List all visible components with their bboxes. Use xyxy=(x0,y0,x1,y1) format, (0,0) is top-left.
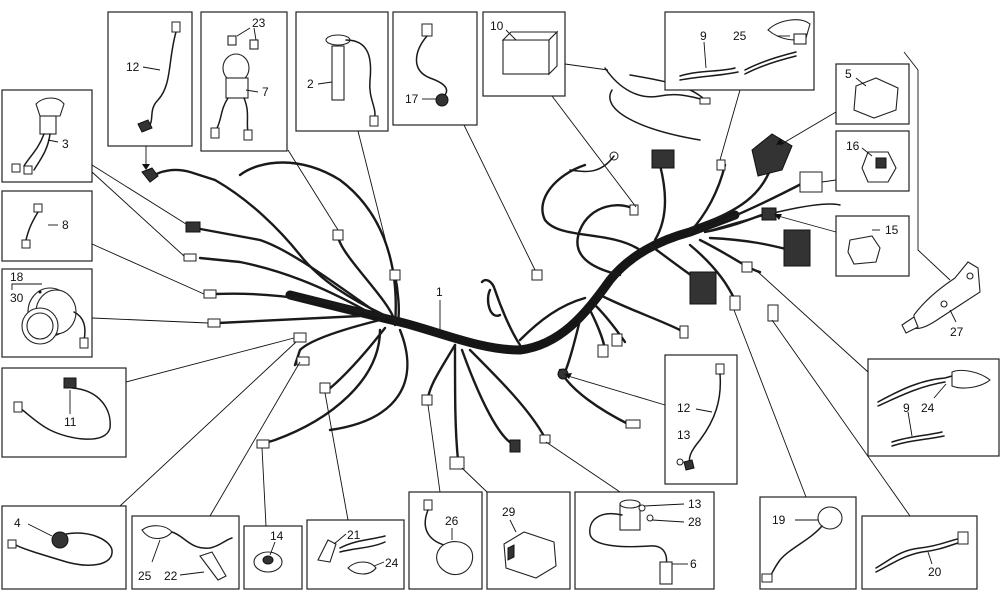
connector-6 xyxy=(539,434,551,444)
harness-connectors xyxy=(141,133,823,470)
connector-block xyxy=(783,229,811,267)
label-7: 7 xyxy=(262,85,269,99)
label-25-top: 25 xyxy=(733,29,747,43)
connector-7 xyxy=(332,229,344,241)
label-10: 10 xyxy=(490,19,504,33)
box-part-9-25-top: 9 25 xyxy=(664,11,815,91)
main-harness xyxy=(148,161,841,462)
connector-14 xyxy=(256,439,270,449)
label-24-right: 24 xyxy=(921,401,935,415)
connector-8 xyxy=(183,253,197,262)
label-12-right: 12 xyxy=(677,401,691,415)
box-part-15: 15 xyxy=(835,215,910,277)
connector-relay xyxy=(651,149,675,169)
box-part-16: 16 xyxy=(835,130,910,192)
connector-9a xyxy=(716,159,726,171)
connector-18 xyxy=(203,289,217,299)
label-6: 6 xyxy=(690,557,697,571)
label-13-right: 13 xyxy=(677,428,691,442)
label-11: 11 xyxy=(64,415,77,429)
connector-19 xyxy=(729,295,741,311)
box-part-29: 29 xyxy=(486,491,571,590)
box-part-7-23: 23 7 xyxy=(200,11,288,152)
label-24-bottom: 24 xyxy=(385,556,399,570)
connector-25a xyxy=(296,356,310,366)
connector-b xyxy=(611,333,623,347)
part-27-bracket: 27 xyxy=(901,51,981,339)
label-22: 22 xyxy=(164,569,178,583)
label-9-right: 9 xyxy=(903,401,910,415)
box-part-21-24: 21 24 xyxy=(306,519,405,590)
label-13-bottom: 13 xyxy=(688,497,702,511)
box-part-12-13-right: 12 13 xyxy=(664,354,738,485)
box-part-25-22: 25 22 xyxy=(131,515,240,590)
connector-dark xyxy=(509,439,521,453)
box-part-4: 4 xyxy=(1,505,127,590)
label-20: 20 xyxy=(928,565,942,579)
connector-10 xyxy=(629,204,639,216)
label-4: 4 xyxy=(14,516,21,530)
box-part-26: 26 xyxy=(408,491,483,590)
box-part-10: 10 xyxy=(482,11,566,97)
label-12-top: 12 xyxy=(126,60,140,74)
label-23: 23 xyxy=(252,16,266,30)
connector-26 xyxy=(421,394,433,406)
label-26: 26 xyxy=(445,514,459,528)
connector-black xyxy=(689,271,717,305)
connector-5 xyxy=(751,133,793,177)
connector-11 xyxy=(207,318,221,328)
box-part-3: 3 xyxy=(1,89,93,183)
box-part-13-28-6: 13 28 6 xyxy=(574,491,715,590)
label-2: 2 xyxy=(307,77,314,91)
label-3: 3 xyxy=(62,137,69,151)
box-part-14: 14 xyxy=(243,525,303,590)
connector-20 xyxy=(767,304,779,322)
connector-4 xyxy=(293,332,307,343)
box-part-9-24-right: 9 24 xyxy=(867,358,1000,457)
connector-12a xyxy=(141,167,159,183)
connector-17 xyxy=(531,269,543,281)
connector-21 xyxy=(319,382,331,394)
label-27: 27 xyxy=(950,325,964,339)
connector-2 xyxy=(389,269,401,281)
box-part-20: 20 xyxy=(861,515,978,590)
label-8: 8 xyxy=(62,218,69,232)
label-1: 1 xyxy=(436,285,443,299)
connector-24 xyxy=(741,261,753,273)
box-part-12-top: 12 xyxy=(107,11,193,147)
box-part-5: 5 xyxy=(835,63,910,125)
label-28: 28 xyxy=(688,515,702,529)
box-part-11: 11 xyxy=(1,367,127,458)
box-part-17: 17 xyxy=(392,11,478,126)
box-part-18-30: 18 30 xyxy=(1,268,93,358)
connector-16 xyxy=(799,171,823,193)
connector-15 xyxy=(761,207,777,221)
label-25-bottom: 25 xyxy=(138,569,152,583)
box-part-2: 2 xyxy=(295,11,389,132)
connector-c xyxy=(679,325,689,339)
label-15: 15 xyxy=(885,223,899,237)
label-17: 17 xyxy=(405,92,419,106)
connector-3 xyxy=(185,221,201,233)
connector-d xyxy=(625,419,641,429)
label-29: 29 xyxy=(502,505,516,519)
label-14: 14 xyxy=(270,529,284,543)
connector-a xyxy=(597,344,609,358)
box-part-19: 19 xyxy=(759,496,857,590)
label-18: 18 xyxy=(10,270,24,284)
label-16: 16 xyxy=(846,139,860,153)
label-30: 30 xyxy=(10,291,24,305)
box-part-8: 8 xyxy=(1,190,93,262)
label-9-top: 9 xyxy=(700,29,707,43)
label-5: 5 xyxy=(845,67,852,81)
label-19: 19 xyxy=(772,513,786,527)
connector-29 xyxy=(449,456,465,470)
label-21: 21 xyxy=(347,528,361,542)
